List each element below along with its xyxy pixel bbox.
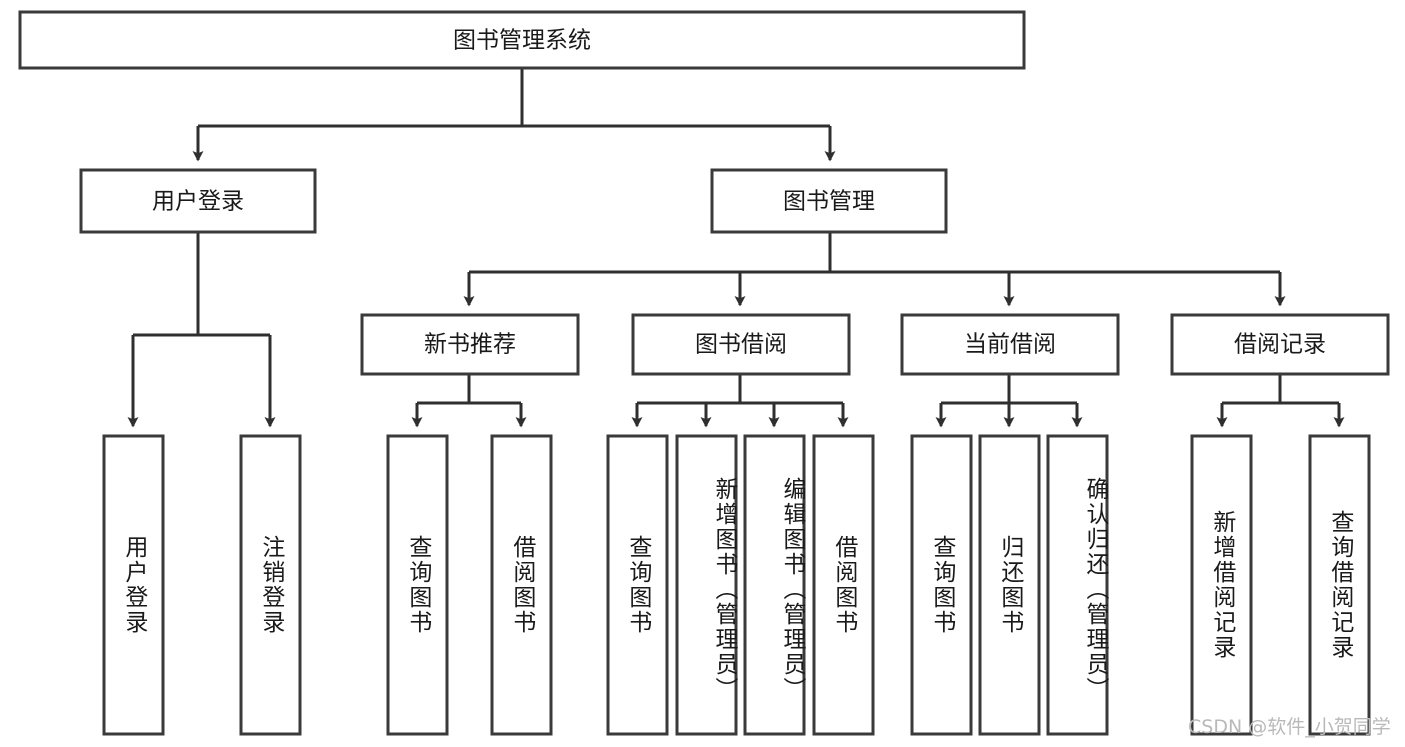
leaf-box-add-borrow-record[interactable]: [1190, 434, 1253, 736]
leaf-box-confirm-return-admin[interactable]: [1046, 434, 1109, 736]
leaf-box-borrow-book-2[interactable]: [812, 434, 875, 736]
node-current-borrow-box[interactable]: [900, 313, 1120, 376]
leaf-boxes: [102, 434, 1371, 736]
edge-group-user-login: [127, 232, 276, 428]
node-new-book-recommend-label: 新书推荐: [424, 332, 516, 358]
leaf-box-edit-book-admin[interactable]: [743, 434, 806, 736]
leaf-box-query-book-2[interactable]: [606, 434, 669, 736]
node-root-label: 图书管理系统: [453, 28, 591, 54]
node-root-box[interactable]: [18, 10, 1026, 70]
edge-group-book-borrow: [631, 374, 849, 428]
leaf-box-logout[interactable]: [239, 434, 302, 736]
node-root[interactable]: 图书管理系统: [18, 10, 1026, 70]
node-borrow-record[interactable]: 借阅记录: [1170, 313, 1390, 376]
node-book-borrow[interactable]: 图书借阅: [631, 313, 851, 376]
leaf-box-query-borrow-record[interactable]: [1308, 434, 1371, 736]
node-book-manage-label: 图书管理: [783, 189, 875, 215]
node-borrow-record-label: 借阅记录: [1234, 332, 1326, 358]
node-new-book-recommend[interactable]: 新书推荐: [360, 313, 580, 376]
leaf-box-user-login[interactable]: [102, 434, 165, 736]
node-book-borrow-box[interactable]: [631, 313, 851, 376]
watermark: CSDN @软件_小贺同学: [1188, 716, 1391, 738]
node-book-borrow-label: 图书借阅: [695, 332, 787, 358]
node-book-manage[interactable]: 图书管理: [710, 168, 948, 234]
edge-group-borrow-record: [1216, 374, 1345, 428]
node-current-borrow-label: 当前借阅: [964, 332, 1056, 358]
node-user-login-box[interactable]: [79, 168, 317, 234]
leaf-box-query-book-1[interactable]: [386, 434, 449, 736]
node-new-book-recommend-box[interactable]: [360, 313, 580, 376]
node-current-borrow[interactable]: 当前借阅: [900, 313, 1120, 376]
node-borrow-record-box[interactable]: [1170, 313, 1390, 376]
edge-group-root: [192, 68, 836, 162]
edge-group-book-manage: [463, 232, 1286, 307]
leaf-box-return-book[interactable]: [978, 434, 1041, 736]
node-user-login[interactable]: 用户登录: [79, 168, 317, 234]
edge-group-new-book: [411, 374, 527, 428]
leaf-box-query-book-3[interactable]: [910, 434, 973, 736]
node-user-login-label: 用户登录: [152, 189, 244, 215]
leaf-box-borrow-book-1[interactable]: [490, 434, 553, 736]
leaf-box-add-book-admin[interactable]: [675, 434, 738, 736]
node-book-manage-box[interactable]: [710, 168, 948, 234]
edge-group-current-borrow: [935, 374, 1083, 428]
